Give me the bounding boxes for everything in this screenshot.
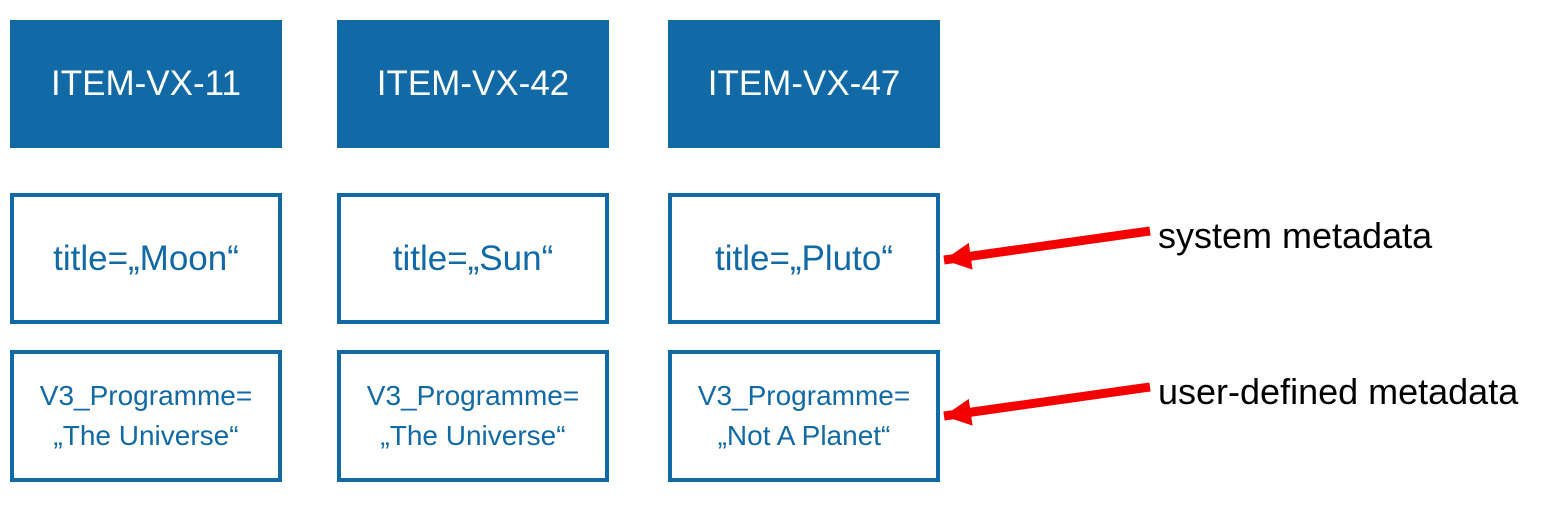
user-metadata-line1: V3_Programme= <box>366 380 580 411</box>
user-metadata-line1: V3_Programme= <box>39 380 253 411</box>
user-metadata-box: V3_Programme= „The Universe“ <box>10 350 282 482</box>
item-id-box: ITEM-VX-11 <box>10 20 282 148</box>
user-metadata-box: V3_Programme= „Not A Planet“ <box>668 350 940 482</box>
user-metadata-line1: V3_Programme= <box>697 380 911 411</box>
system-metadata-value: title=„Sun“ <box>392 238 554 278</box>
item-id-label: ITEM-VX-42 <box>376 64 570 103</box>
system-metadata-box: title=„Sun“ <box>337 193 609 324</box>
user-metadata-line2: „The Universe“ <box>53 420 239 451</box>
user-defined-metadata-label: user-defined metadata <box>1158 371 1519 412</box>
system-metadata-value: title=„Pluto“ <box>715 238 893 278</box>
red-arrow-left-icon <box>943 382 1151 426</box>
system-metadata-box: title=„Moon“ <box>10 193 282 324</box>
system-metadata-box: title=„Pluto“ <box>668 193 940 324</box>
user-metadata-box: V3_Programme= „The Universe“ <box>337 350 609 482</box>
item-id-label: ITEM-VX-11 <box>51 64 241 103</box>
system-metadata-value: title=„Moon“ <box>53 238 239 278</box>
red-arrow-left-icon <box>943 226 1151 270</box>
user-metadata-line2: „The Universe“ <box>380 420 566 451</box>
system-metadata-label: system metadata <box>1158 215 1433 256</box>
item-id-box: ITEM-VX-47 <box>668 20 940 148</box>
user-metadata-line2: „Not A Planet“ <box>717 420 891 451</box>
item-id-box: ITEM-VX-42 <box>337 20 609 148</box>
item-id-label: ITEM-VX-47 <box>707 64 901 103</box>
